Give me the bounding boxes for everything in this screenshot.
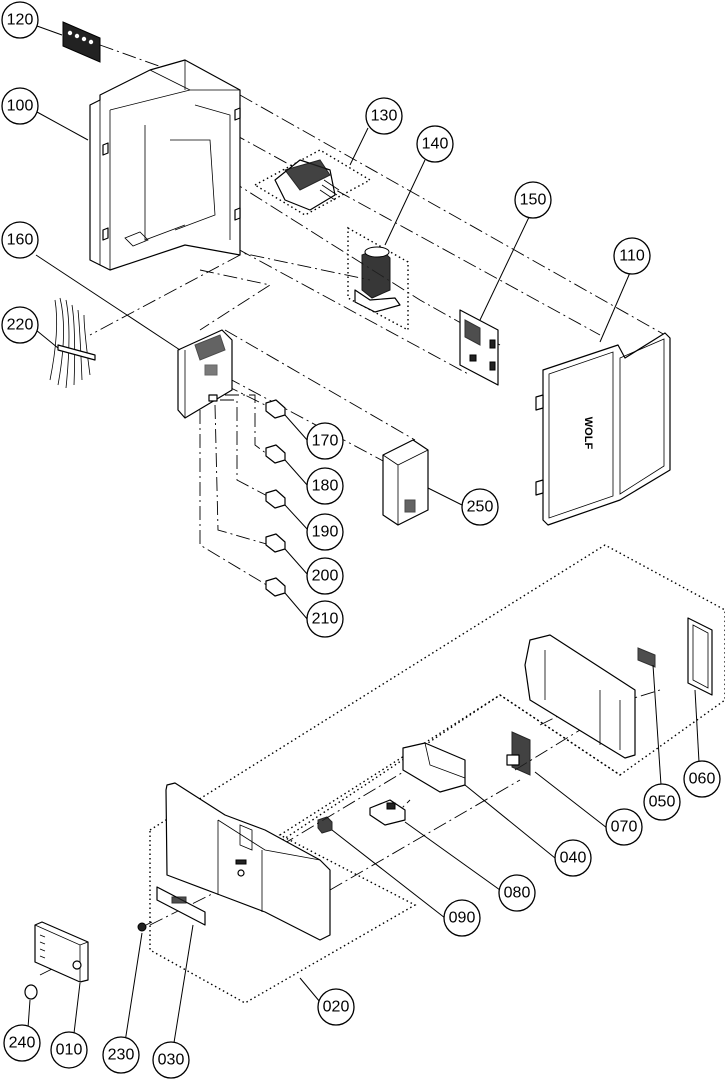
cover-logo: WOLF: [582, 417, 594, 450]
part-240-knob[interactable]: [24, 984, 38, 1000]
callout-230[interactable]: 230: [102, 1036, 140, 1074]
svg-text:040: 040: [560, 850, 587, 867]
part-090-switch[interactable]: [317, 816, 333, 834]
part-190-connector[interactable]: [265, 489, 286, 509]
part-030-label-plate[interactable]: [156, 886, 206, 926]
callout-220[interactable]: 220: [1, 306, 39, 344]
callout-190[interactable]: 190: [306, 513, 344, 551]
part-020-front-panel[interactable]: [165, 782, 331, 941]
svg-text:060: 060: [689, 771, 716, 788]
callout-040[interactable]: 040: [554, 839, 592, 877]
svg-text:190: 190: [312, 524, 339, 541]
callout-060[interactable]: 060: [683, 760, 721, 798]
svg-text:140: 140: [422, 136, 449, 153]
svg-text:230: 230: [108, 1047, 135, 1064]
svg-text:250: 250: [467, 499, 494, 516]
svg-text:220: 220: [7, 317, 34, 334]
callout-160[interactable]: 160: [1, 221, 39, 259]
callout-090[interactable]: 090: [443, 899, 481, 937]
part-150-circuit-board[interactable]: [459, 309, 499, 386]
svg-text:110: 110: [619, 248, 645, 265]
part-060-display-board[interactable]: [687, 617, 713, 696]
svg-text:150: 150: [520, 192, 547, 209]
callout-240[interactable]: 240: [3, 1024, 41, 1062]
svg-text:050: 050: [649, 794, 676, 811]
part-mounting-bracket[interactable]: [524, 634, 636, 759]
part-210-connector[interactable]: [265, 577, 286, 597]
part-050-plate[interactable]: [637, 647, 656, 668]
svg-text:120: 120: [7, 12, 34, 29]
callout-170[interactable]: 170: [306, 422, 344, 460]
part-010-control-module[interactable]: [34, 921, 89, 983]
group-outline-130: [253, 149, 372, 216]
callout-020[interactable]: 020: [317, 988, 355, 1026]
part-170-connector[interactable]: [265, 399, 286, 419]
callout-070[interactable]: 070: [605, 808, 643, 846]
callout-140[interactable]: 140: [416, 125, 454, 163]
callout-180[interactable]: 180: [306, 467, 344, 505]
part-160-main-board[interactable]: [177, 329, 233, 419]
part-220-wire-harness[interactable]: [49, 297, 96, 389]
callout-150[interactable]: 150: [514, 181, 552, 219]
part-140-transformer[interactable]: [354, 246, 401, 313]
svg-text:210: 210: [312, 611, 339, 628]
callout-250[interactable]: 250: [461, 488, 499, 526]
svg-text:090: 090: [449, 910, 476, 927]
part-110-front-cover[interactable]: WOLF: [535, 332, 671, 526]
leader-lines: [26, 25, 701, 1056]
svg-text:020: 020: [323, 999, 350, 1016]
part-070-switch-board[interactable]: [506, 731, 531, 776]
callout-200[interactable]: 200: [306, 557, 344, 595]
svg-text:130: 130: [371, 108, 398, 125]
svg-text:180: 180: [312, 478, 339, 495]
part-200-connector[interactable]: [265, 533, 286, 553]
callout-080[interactable]: 080: [498, 874, 536, 912]
svg-text:200: 200: [312, 568, 339, 585]
svg-text:100: 100: [7, 98, 34, 115]
part-180-connector[interactable]: [265, 444, 286, 464]
callout-210[interactable]: 210: [306, 600, 344, 638]
group-outline-040: [259, 694, 621, 856]
part-250-module[interactable]: [382, 439, 429, 526]
callout-130[interactable]: 130: [365, 97, 403, 135]
callout-010[interactable]: 010: [50, 1031, 88, 1069]
svg-text:240: 240: [9, 1035, 36, 1052]
svg-text:080: 080: [504, 885, 531, 902]
part-120-terminal-strip[interactable]: [62, 21, 101, 63]
callout-030[interactable]: 030: [152, 1041, 190, 1079]
callout-050[interactable]: 050: [643, 783, 681, 821]
callout-100[interactable]: 100: [1, 87, 39, 125]
part-130-terminal-block[interactable]: [274, 159, 340, 211]
part-230-screw[interactable]: [137, 921, 153, 932]
callout-120[interactable]: 120: [1, 1, 39, 39]
svg-text:010: 010: [56, 1042, 83, 1059]
svg-text:070: 070: [611, 819, 638, 836]
callout-110[interactable]: 110: [613, 237, 651, 275]
svg-text:160: 160: [7, 232, 34, 249]
part-080-small-board[interactable]: [369, 799, 406, 826]
part-040-switch[interactable]: [402, 742, 466, 793]
svg-text:170: 170: [312, 433, 339, 450]
part-100-housing[interactable]: [89, 59, 241, 271]
svg-text:030: 030: [158, 1052, 185, 1069]
